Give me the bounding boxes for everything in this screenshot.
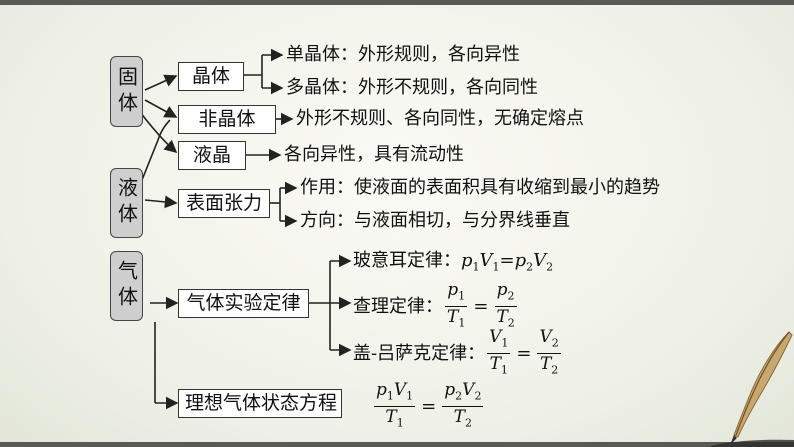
liquid-block: 液体 (110, 168, 143, 238)
crystal-node: 晶体 (178, 62, 244, 91)
gas-label: 气体 (114, 260, 139, 312)
fraction-numerator: V2 (537, 327, 561, 355)
gas-laws-node: 气体实验定律 (178, 289, 309, 318)
fraction-numerator: p1 (445, 280, 468, 308)
fraction-denominator: T2 (496, 307, 515, 330)
fraction-numerator: p1V1 (374, 380, 416, 408)
fraction-denominator: T1 (447, 307, 466, 330)
poly-crystal-text: 多晶体：外形不规则，各向同性 (286, 77, 538, 98)
fraction-denominator: T2 (539, 354, 559, 377)
amorphous-node: 非晶体 (178, 105, 276, 134)
solid-label: 固体 (114, 65, 139, 118)
solid-block: 固体 (110, 56, 143, 127)
liquid-crystal-node: 液晶 (178, 141, 246, 170)
fraction-denominator: T1 (489, 354, 508, 377)
tension-direction-text: 方向：与液面相切，与分界线垂直 (300, 210, 570, 231)
amorphous-text: 外形不规则、各向同性，无确定熔点 (296, 108, 584, 129)
fraction-numerator: p2 (494, 280, 517, 308)
surface-tension-node: 表面张力 (178, 189, 270, 218)
quill-pen-icon (709, 331, 794, 447)
top-border (0, 0, 794, 5)
gas-block: 气体 (110, 251, 143, 321)
single-crystal-text: 单晶体：外形规则，各向异性 (286, 44, 520, 65)
tension-effect-text: 作用：使液面的表面积具有收缩到最小的趋势 (300, 177, 660, 198)
boyle-formula: p1V1=p2V2 (461, 250, 554, 274)
fraction-denominator: T1 (385, 407, 404, 430)
ideal-gas-node: 理想气体状态方程 (178, 389, 342, 418)
bottom-border (0, 442, 794, 447)
fraction-denominator: T2 (453, 407, 473, 430)
boyle-law: 玻意耳定律：p1V1=p2V2 (353, 249, 553, 280)
fraction-numerator: p2V2 (442, 380, 484, 408)
charles-label: 查理定律： (353, 295, 443, 317)
liquid-label: 液体 (114, 177, 139, 229)
fraction-numerator: V1 (487, 327, 511, 355)
liquid-crystal-text: 各向异性，具有流动性 (284, 144, 464, 165)
boyle-label: 玻意耳定律： (353, 250, 461, 271)
gay-lussac-label: 盖-吕萨克定律： (353, 342, 486, 364)
equals-sign: = (473, 295, 489, 317)
equals-sign: = (516, 342, 532, 364)
equals-sign: = (421, 395, 437, 417)
